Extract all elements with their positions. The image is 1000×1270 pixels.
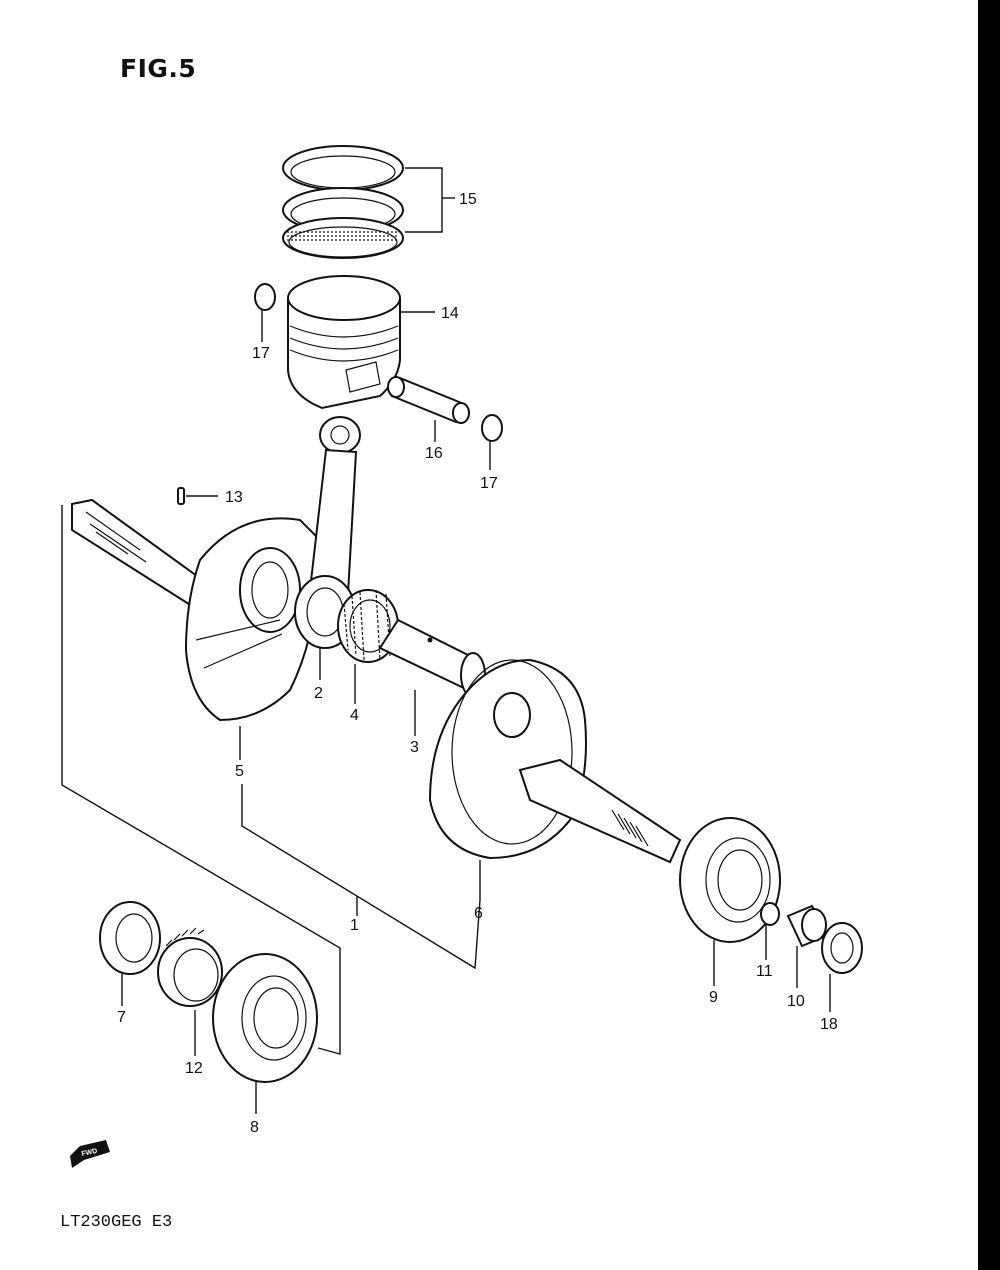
right-shaft-o-ring[interactable] bbox=[760, 902, 780, 926]
fwd-direction-icon: FWD bbox=[70, 1140, 110, 1168]
assembly-bracket-left bbox=[61, 505, 341, 1055]
callout-14[interactable]: 14 bbox=[441, 305, 459, 322]
piston-pin[interactable] bbox=[387, 376, 470, 424]
crankshaft-drive-gear[interactable] bbox=[157, 927, 223, 1007]
callout-8[interactable]: 8 bbox=[250, 1119, 259, 1136]
crankshaft-right-shaft[interactable] bbox=[518, 758, 682, 864]
piston-pin-circlip-left[interactable] bbox=[254, 283, 276, 311]
callout-7[interactable]: 7 bbox=[117, 1009, 126, 1026]
right-main-bearing[interactable] bbox=[679, 817, 781, 943]
callout-5[interactable]: 5 bbox=[235, 763, 244, 780]
piston-ring-set[interactable] bbox=[282, 145, 404, 259]
callout-10[interactable]: 10 bbox=[787, 993, 805, 1010]
scan-edge-bar bbox=[978, 0, 1000, 1270]
left-main-bearing[interactable] bbox=[212, 953, 318, 1083]
callout-9[interactable]: 9 bbox=[709, 989, 718, 1006]
callout-15[interactable]: 15 bbox=[459, 191, 477, 208]
callout-11[interactable]: 11 bbox=[756, 963, 773, 980]
crank-pin[interactable] bbox=[378, 618, 486, 698]
callout-17-right[interactable]: 17 bbox=[480, 475, 498, 492]
model-code: LT230GEG E3 bbox=[60, 1213, 173, 1232]
crankshaft-left-flywheel[interactable] bbox=[184, 517, 322, 722]
right-shaft-spacer[interactable] bbox=[786, 904, 828, 948]
left-small-bearing[interactable] bbox=[99, 901, 161, 975]
callout-1[interactable]: 1 bbox=[350, 917, 359, 934]
callout-17-left[interactable]: 17 bbox=[252, 345, 270, 362]
right-oil-seal[interactable] bbox=[821, 922, 863, 974]
callout-18[interactable]: 18 bbox=[820, 1016, 838, 1033]
piston-pin-circlip-right[interactable] bbox=[481, 414, 503, 442]
fwd-label: FWD bbox=[81, 1148, 98, 1158]
callout-3[interactable]: 3 bbox=[410, 739, 419, 756]
callout-6[interactable]: 6 bbox=[474, 905, 483, 922]
callout-13[interactable]: 13 bbox=[225, 489, 243, 506]
callout-12[interactable]: 12 bbox=[185, 1060, 203, 1077]
assembly-bracket-right bbox=[241, 784, 481, 970]
ring-set-bracket bbox=[405, 167, 443, 233]
callout-4[interactable]: 4 bbox=[350, 707, 359, 724]
callout-2[interactable]: 2 bbox=[314, 685, 323, 702]
crankshaft-right-flywheel[interactable] bbox=[428, 658, 587, 860]
figure-title: FIG.5 bbox=[120, 54, 197, 83]
crankshaft-left-shaft[interactable] bbox=[71, 498, 232, 622]
crank-pin-dowel[interactable] bbox=[177, 487, 185, 505]
callout-16[interactable]: 16 bbox=[425, 445, 443, 462]
piston[interactable] bbox=[287, 275, 401, 410]
connecting-rod[interactable] bbox=[294, 416, 361, 649]
